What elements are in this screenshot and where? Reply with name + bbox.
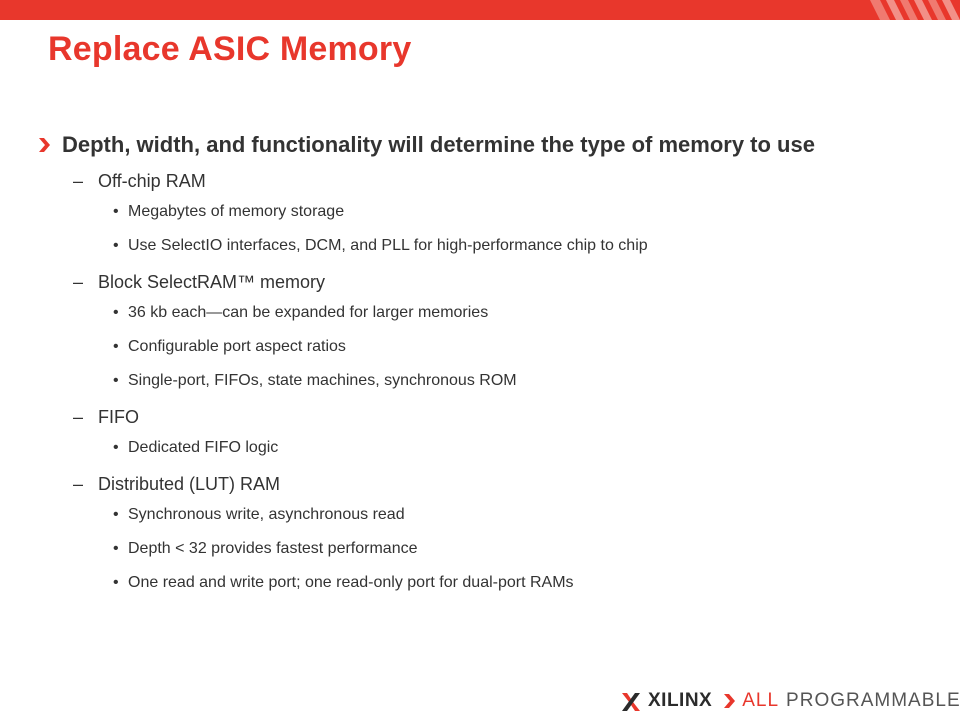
slide-title: Replace ASIC Memory bbox=[48, 30, 412, 68]
section-heading: – FIFO bbox=[37, 405, 917, 429]
main-bullet-text: Depth, width, and functionality will det… bbox=[62, 132, 815, 157]
main-bullet: Depth, width, and functionality will det… bbox=[37, 128, 917, 161]
bullet-dot-icon: • bbox=[113, 372, 119, 389]
bullet-dot-icon: • bbox=[113, 304, 119, 321]
sub-bullet: • Single-port, FIFOs, state machines, sy… bbox=[37, 371, 917, 391]
sub-bullet: • Configurable port aspect ratios bbox=[37, 337, 917, 357]
sub-bullet-text: Configurable port aspect ratios bbox=[128, 338, 346, 355]
arrow-right-icon bbox=[724, 694, 736, 708]
xilinx-logo-icon bbox=[622, 693, 640, 711]
section-heading-text: Block SelectRAM™ memory bbox=[98, 272, 326, 292]
sub-bullet: • One read and write port; one read-only… bbox=[37, 573, 917, 593]
sub-bullet: • Use SelectIO interfaces, DCM, and PLL … bbox=[37, 236, 917, 256]
sub-bullet: • Depth < 32 provides fastest performanc… bbox=[37, 539, 917, 559]
chevron-right-icon bbox=[39, 138, 50, 152]
tagline-all: ALL bbox=[742, 690, 780, 711]
sub-bullet: • Dedicated FIFO logic bbox=[37, 438, 917, 458]
tagline-programmable: PROGRAMMABLE. bbox=[786, 690, 960, 711]
section-heading: – Block SelectRAM™ memory bbox=[37, 270, 917, 294]
sub-bullet-text: Dedicated FIFO logic bbox=[128, 439, 279, 456]
bullet-dot-icon: • bbox=[113, 439, 119, 456]
section-heading-text: Distributed (LUT) RAM bbox=[98, 474, 281, 494]
sub-bullet-text: Single-port, FIFOs, state machines, sync… bbox=[128, 372, 517, 389]
sub-bullet-text: Use SelectIO interfaces, DCM, and PLL fo… bbox=[128, 237, 648, 254]
bullet-dot-icon: • bbox=[113, 540, 119, 557]
section-heading-text: Off-chip RAM bbox=[98, 171, 206, 191]
section-heading: – Off-chip RAM bbox=[37, 169, 917, 193]
sub-bullet: • Megabytes of memory storage bbox=[37, 202, 917, 222]
sub-bullet: • Synchronous write, asynchronous read bbox=[37, 505, 917, 525]
bullet-dot-icon: • bbox=[113, 338, 119, 355]
bullet-dot-icon: • bbox=[113, 506, 119, 523]
bullet-dot-icon: • bbox=[113, 237, 119, 254]
sub-bullet: • 36 kb each—can be expanded for larger … bbox=[37, 303, 917, 323]
footer-branding: XILINX ALL PROGRAMMABLE. bbox=[620, 688, 960, 714]
bullet-dot-icon: • bbox=[113, 203, 119, 220]
sub-bullet-text: Synchronous write, asynchronous read bbox=[128, 506, 405, 523]
top-bar bbox=[0, 0, 960, 20]
section-heading: – Distributed (LUT) RAM bbox=[37, 472, 917, 496]
sub-bullet-text: One read and write port; one read-only p… bbox=[128, 574, 574, 591]
diagonal-stripes-icon bbox=[870, 0, 960, 20]
dash-marker: – bbox=[73, 474, 84, 494]
sub-bullet-text: Depth < 32 provides fastest performance bbox=[128, 540, 418, 557]
sub-bullet-text: Megabytes of memory storage bbox=[128, 203, 345, 220]
bullet-dot-icon: • bbox=[113, 574, 119, 591]
sub-bullet-text: 36 kb each—can be expanded for larger me… bbox=[128, 304, 489, 321]
slide-content: Depth, width, and functionality will det… bbox=[37, 128, 917, 607]
section-heading-text: FIFO bbox=[98, 407, 139, 427]
brand-name: XILINX bbox=[648, 690, 713, 711]
dash-marker: – bbox=[73, 171, 84, 191]
dash-marker: – bbox=[73, 272, 84, 292]
dash-marker: – bbox=[73, 407, 84, 427]
